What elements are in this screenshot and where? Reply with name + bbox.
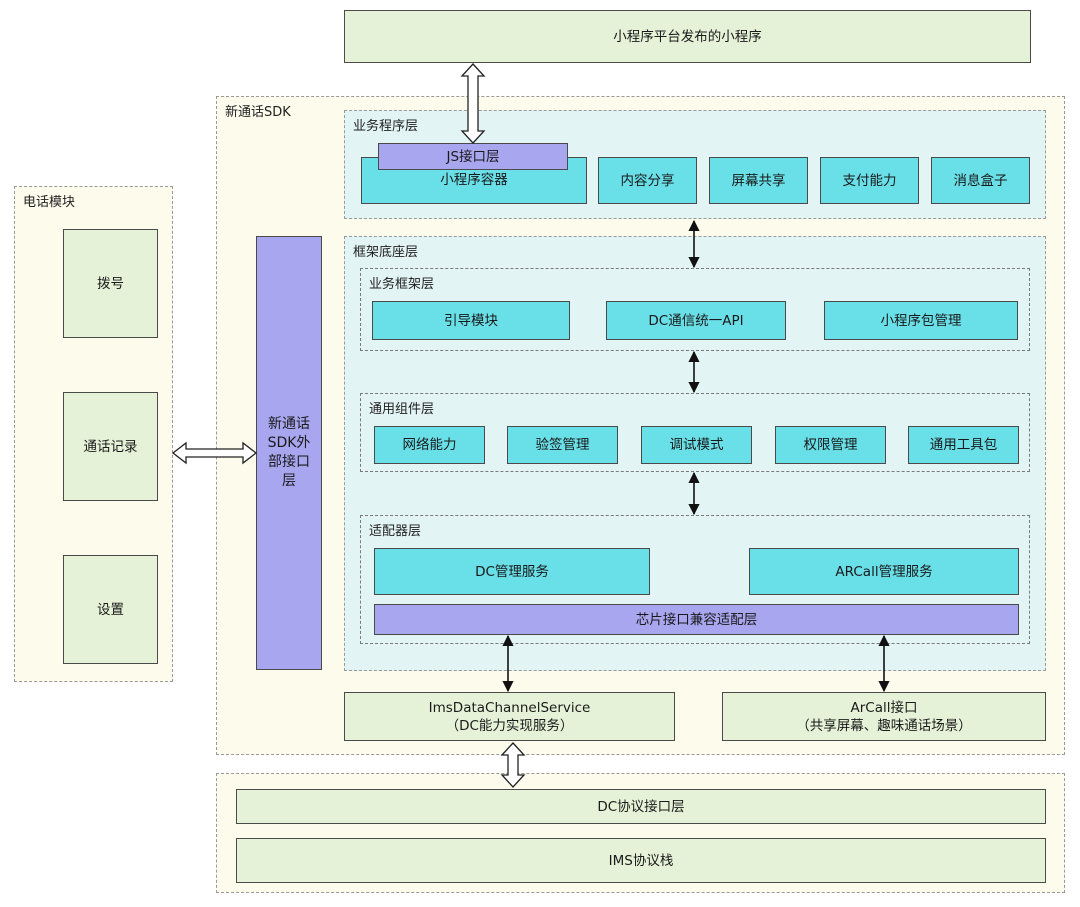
- arrow-platform-to-js: [460, 63, 486, 144]
- js-interface-layer: JS接口层: [378, 143, 568, 170]
- ims-protocol-stack: IMS协议栈: [236, 838, 1046, 883]
- ims-data-channel-service-label: ImsDataChannelService （DC能力实现服务）: [428, 699, 591, 734]
- chip-interface-adapter-layer-label: 芯片接口兼容适配层: [635, 611, 758, 628]
- module-permission: 权限管理: [775, 426, 886, 464]
- chip-interface-adapter-layer: 芯片接口兼容适配层: [374, 604, 1019, 635]
- dc-protocol-interface-layer: DC协议接口层: [236, 789, 1046, 824]
- module-message-box: 消息盒子: [931, 157, 1030, 204]
- phone-item-dial: 拨号: [63, 229, 158, 338]
- module-dc-unified-api: DC通信统一API: [606, 301, 786, 340]
- module-network-label: 网络能力: [402, 437, 457, 453]
- sdk-title: 新通话SDK: [225, 105, 291, 120]
- phone-item-settings: 设置: [63, 555, 158, 664]
- js-interface-layer-label: JS接口层: [446, 148, 500, 165]
- module-guide-label: 引导模块: [444, 312, 498, 329]
- module-utility-toolkit: 通用工具包: [908, 426, 1019, 464]
- arrow-sdk-to-protocol: [500, 742, 526, 788]
- ims-protocol-stack-label: IMS协议栈: [608, 852, 674, 869]
- phone-item-call-log-label: 通话记录: [83, 438, 138, 455]
- common-components-layer-title: 通用组件层: [369, 402, 435, 417]
- arrow-phone-to-sdk: [171, 441, 258, 465]
- module-message-box-label: 消息盒子: [953, 172, 1008, 189]
- business-program-layer-title: 业务程序层: [353, 119, 419, 134]
- module-payment: 支付能力: [820, 157, 919, 204]
- arcall-interface-label: ArCall接口 （共享屏幕、趣味通话场景）: [796, 699, 972, 734]
- module-debug-mode: 调试模式: [641, 426, 752, 464]
- module-guide: 引导模块: [372, 301, 570, 340]
- module-signature-verification-label: 验签管理: [535, 437, 590, 453]
- arcall-interface: ArCall接口 （共享屏幕、趣味通话场景）: [722, 692, 1046, 741]
- phone-item-dial-label: 拨号: [97, 275, 124, 292]
- business-framework-layer-title: 业务框架层: [369, 277, 435, 292]
- module-signature-verification: 验签管理: [507, 426, 618, 464]
- dc-management-service-label: DC管理服务: [475, 563, 549, 580]
- module-payment-label: 支付能力: [842, 172, 897, 189]
- module-package-management-label: 小程序包管理: [880, 312, 962, 329]
- ims-data-channel-service: ImsDataChannelService （DC能力实现服务）: [344, 692, 675, 741]
- module-permission-label: 权限管理: [803, 437, 858, 453]
- module-content-share: 内容分享: [598, 157, 697, 204]
- dc-protocol-interface-layer-label: DC协议接口层: [597, 798, 685, 815]
- adapter-layer-title: 适配器层: [369, 524, 422, 539]
- module-network: 网络能力: [374, 426, 485, 464]
- module-content-share-label: 内容分享: [620, 172, 675, 189]
- mini-program-platform-label: 小程序平台发布的小程序: [613, 28, 762, 45]
- phone-item-call-log: 通话记录: [63, 392, 158, 501]
- module-dc-unified-api-label: DC通信统一API: [648, 312, 744, 329]
- mini-program-container-label: 小程序容器: [440, 172, 508, 188]
- phone-module-title: 电话模块: [23, 195, 76, 210]
- arcall-management-service-label: ARCall管理服务: [835, 563, 933, 580]
- module-debug-mode-label: 调试模式: [669, 437, 724, 453]
- sdk-external-interface-label: 新通话 SDK外 部接口 层: [267, 416, 311, 489]
- dc-management-service: DC管理服务: [374, 548, 650, 595]
- module-utility-toolkit-label: 通用工具包: [929, 437, 998, 453]
- adapter-layer: 适配器层: [360, 515, 1030, 644]
- mini-program-platform-box: 小程序平台发布的小程序: [344, 10, 1031, 63]
- framework-base-layer-title: 框架底座层: [353, 245, 419, 260]
- module-screen-share: 屏幕共享: [709, 157, 808, 204]
- module-package-management: 小程序包管理: [824, 301, 1018, 340]
- business-framework-layer: 业务框架层: [360, 268, 1030, 351]
- sdk-external-interface-layer: 新通话 SDK外 部接口 层: [256, 236, 322, 670]
- arcall-management-service: ARCall管理服务: [749, 548, 1019, 595]
- common-components-layer: 通用组件层: [360, 393, 1030, 472]
- phone-item-settings-label: 设置: [97, 601, 124, 618]
- module-screen-share-label: 屏幕共享: [731, 172, 786, 189]
